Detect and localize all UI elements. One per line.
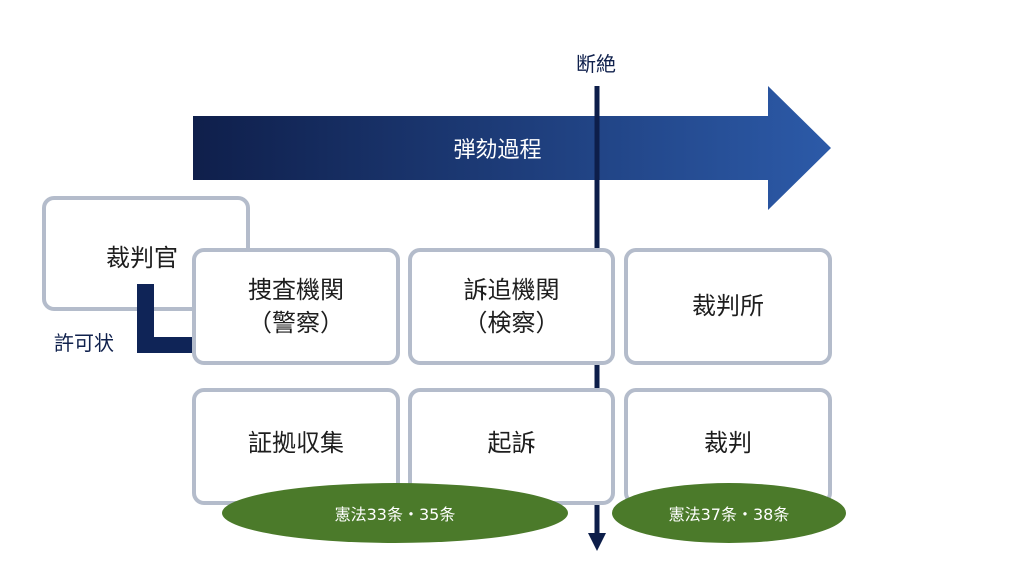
warrant-label: 許可状 (54, 331, 114, 355)
indictment-box: 起訴 (408, 388, 615, 505)
judge-label: 裁判官 (106, 244, 178, 272)
ellipse-right-label: 憲法37条・38条 (668, 505, 790, 524)
evidence-box: 証拠収集 (192, 388, 400, 505)
investigation-line1: 捜査機関 (248, 276, 344, 305)
investigation-box: 捜査機関 （警察） (192, 248, 400, 365)
court-label: 裁判所 (692, 292, 764, 321)
cutoff-label: 断絶 (576, 52, 616, 76)
prosecution-line2: （検察） (463, 308, 560, 337)
court-box: 裁判所 (624, 248, 832, 365)
process-label: 弾劾過程 (453, 138, 542, 163)
ellipse-left-label: 憲法33条・35条 (334, 505, 456, 524)
process-arrow (193, 86, 831, 210)
indictment-label: 起訴 (487, 429, 536, 458)
evidence-label: 証拠収集 (248, 429, 344, 458)
prosecution-line1: 訴追機関 (463, 276, 560, 305)
cutoff-arrowhead (588, 533, 606, 551)
trial-box: 裁判 (624, 388, 832, 505)
prosecution-box: 訴追機関 （検察） (408, 248, 615, 365)
investigation-line2: （警察） (248, 308, 344, 337)
trial-label: 裁判 (704, 429, 752, 458)
